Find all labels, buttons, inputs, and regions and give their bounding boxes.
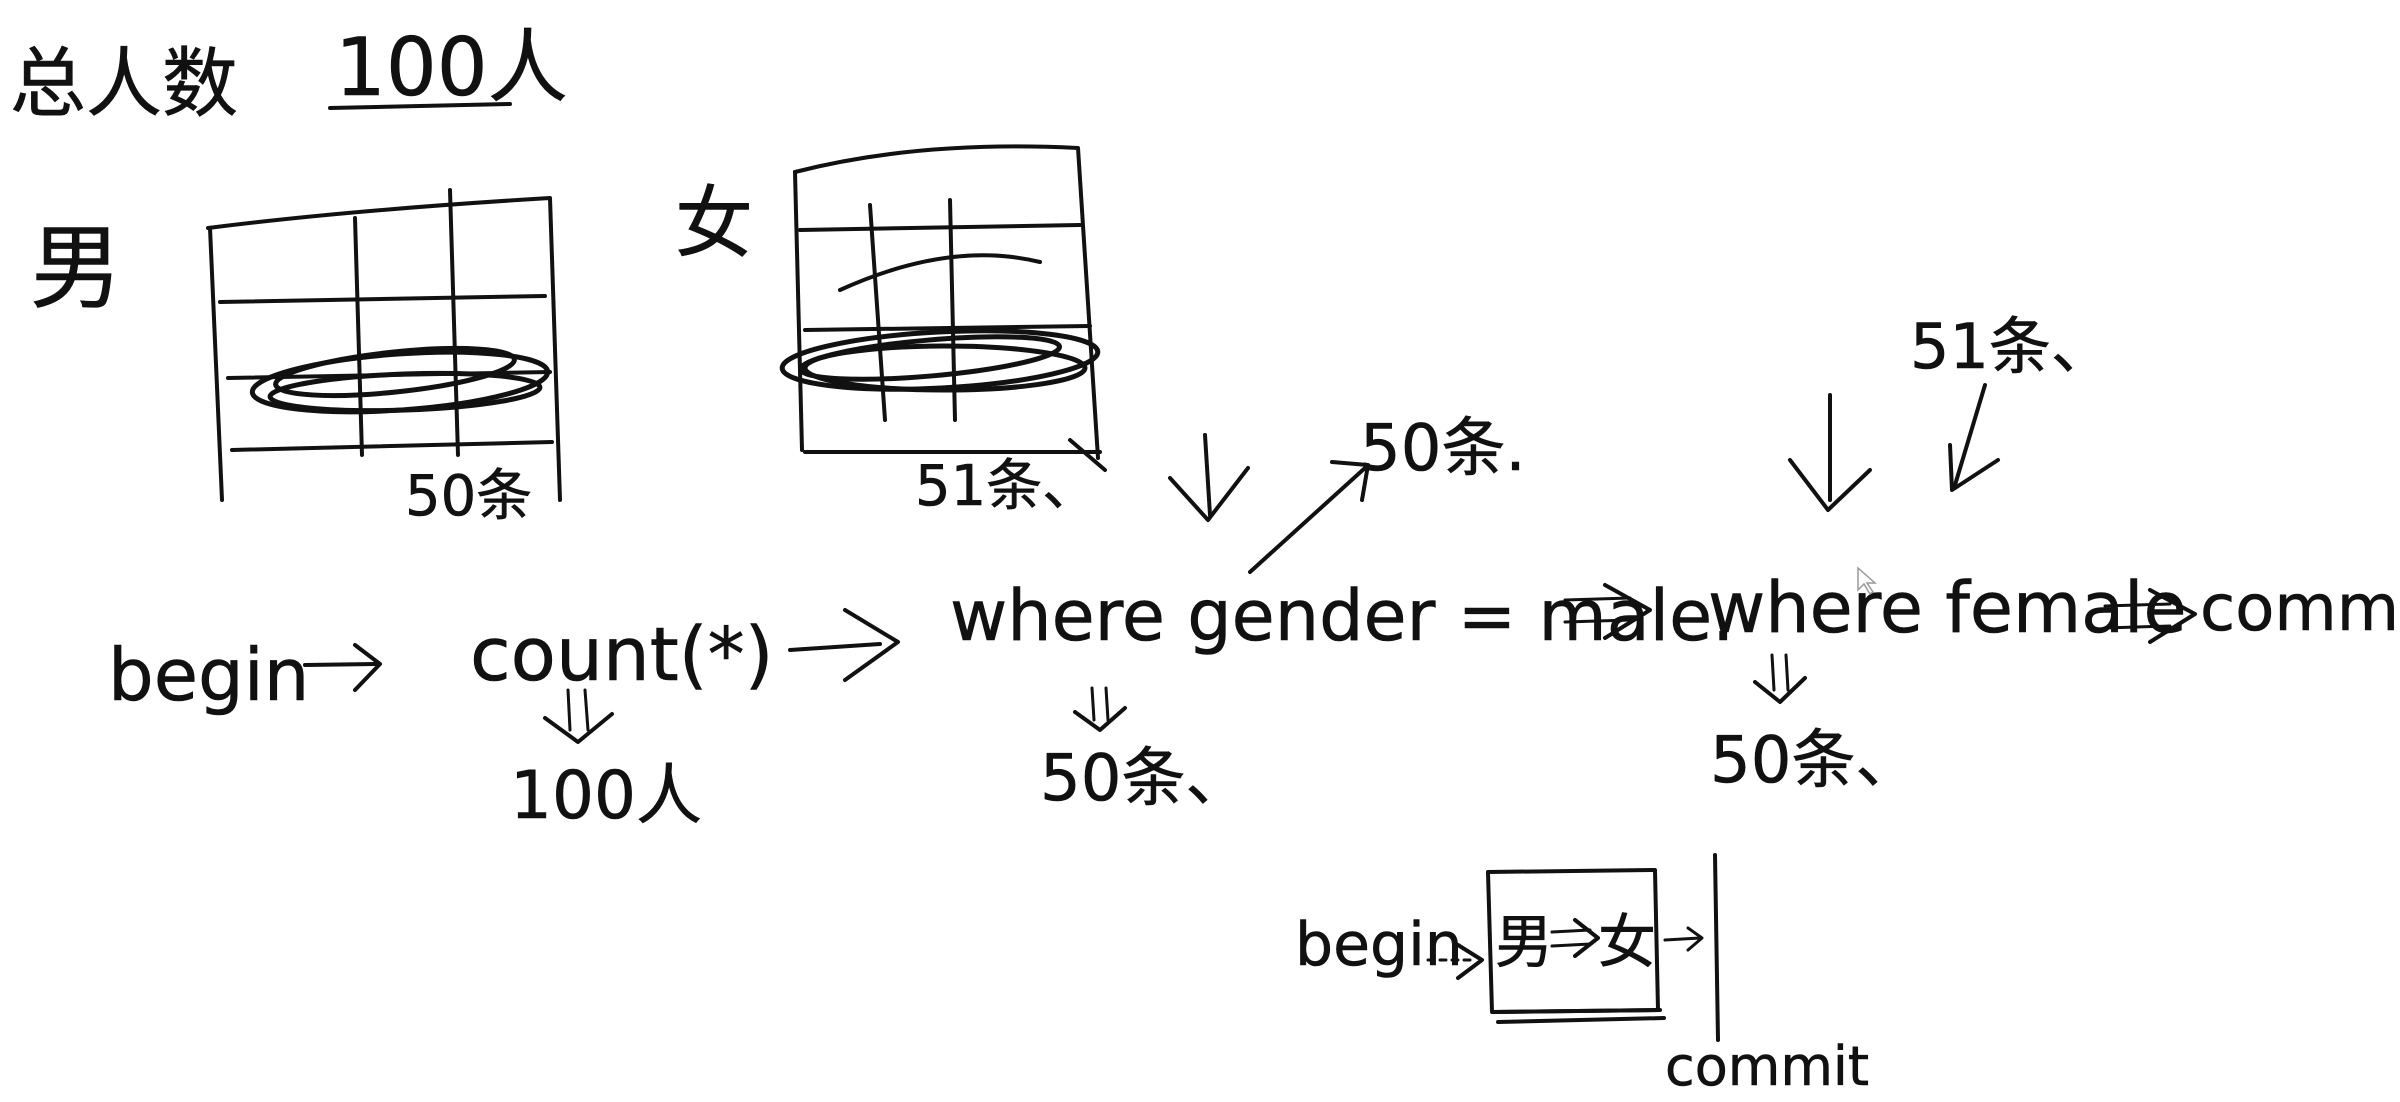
title-underline bbox=[328, 102, 512, 110]
bottom-female: 女 bbox=[1598, 908, 1656, 976]
flow-where-male-insert: 50条. bbox=[1360, 412, 1526, 486]
arrow-count-where bbox=[788, 608, 900, 682]
bottom-transaction-box bbox=[1486, 868, 1666, 1024]
arrow-where-female-commit bbox=[2103, 588, 2197, 644]
flow-where-female-insert: 51条、 bbox=[1910, 310, 2113, 383]
arrow-begin-count bbox=[303, 643, 382, 692]
female-label: 女 bbox=[675, 179, 753, 269]
flow-commit: commit bbox=[2200, 572, 2400, 646]
arrow-count-down bbox=[543, 688, 614, 744]
arrow-where-male-down bbox=[1073, 686, 1127, 732]
male-table-count: 50条 bbox=[405, 464, 532, 529]
arrow-where-male-insert bbox=[1248, 460, 1370, 574]
flow-count: count(*) bbox=[470, 612, 774, 698]
flow-where-female-result: 50条、 bbox=[1710, 724, 1919, 798]
arrows-into-where-female bbox=[1788, 383, 2000, 512]
bottom-commit: commit bbox=[1665, 1035, 1869, 1098]
arrow-where-male-where-female bbox=[1563, 583, 1652, 640]
flow-count-result: 100人 bbox=[510, 757, 702, 834]
flow-where-male-result: 50条、 bbox=[1040, 742, 1249, 816]
male-table bbox=[206, 188, 562, 502]
bottom-male: 男 bbox=[1495, 908, 1553, 976]
flow-where-male: where gender = male. bbox=[950, 575, 1734, 657]
bottom-begin: begin bbox=[1295, 910, 1463, 980]
arrow-bottom-box-commit bbox=[1663, 926, 1704, 952]
title-total: 100人 bbox=[335, 21, 568, 114]
flow-begin: begin bbox=[108, 633, 309, 717]
arrow-bottom-male-female bbox=[1550, 918, 1600, 958]
arrow-bottom-begin-box bbox=[1426, 943, 1484, 980]
flow-where-female: where female bbox=[1708, 567, 2187, 649]
male-label: 男 bbox=[30, 215, 122, 322]
title-prefix: 总人数 bbox=[10, 39, 238, 128]
commit-barrier-line bbox=[1713, 853, 1720, 1042]
female-table bbox=[779, 144, 1107, 472]
mouse-cursor-icon bbox=[1857, 566, 1877, 596]
arrow-where-female-down bbox=[1753, 653, 1807, 704]
female-table-count: 51条、 bbox=[915, 454, 1098, 519]
arrow-into-where-male bbox=[1168, 433, 1250, 522]
